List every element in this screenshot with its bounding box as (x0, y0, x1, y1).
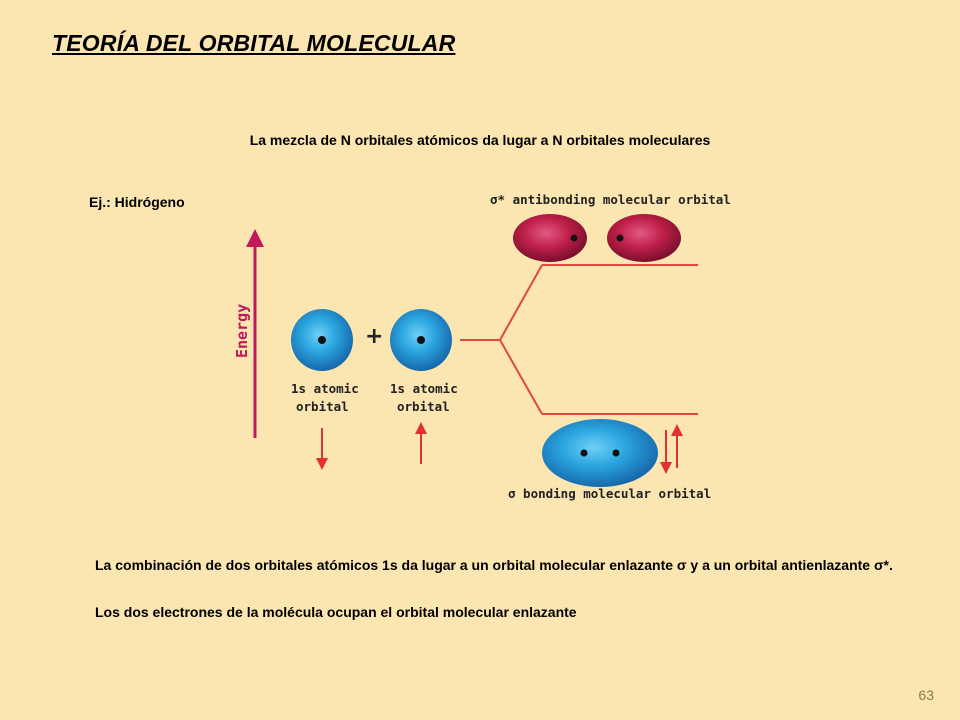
energy-label: Energy (233, 304, 251, 358)
molecular-orbital-diagram: Energy + 1s atomic orbital 1s atomic orb… (233, 192, 730, 501)
antibonding-label: σ* antibonding molecular orbital (490, 192, 730, 207)
bonding-orbital (542, 419, 658, 487)
bonding-label: σ bonding molecular orbital (508, 486, 711, 501)
paragraph-combination: La combinación de dos orbitales atómicos… (95, 557, 893, 573)
atomic-orbital-right (390, 309, 452, 371)
atomic-orbital-left (291, 309, 353, 371)
atomic-label-right-line2: orbital (397, 399, 450, 414)
energy-level-lines (460, 264, 698, 415)
slide-title: TEORÍA DEL ORBITAL MOLECULAR (52, 30, 456, 56)
atomic-label-left-line1: 1s atomic (291, 381, 359, 396)
atomic-label-right-line1: 1s atomic (390, 381, 458, 396)
example-label: Ej.: Hidrógeno (89, 194, 185, 210)
paragraph-electrons: Los dos electrones de la molécula ocupan… (95, 604, 577, 620)
atomic-label-left-line2: orbital (296, 399, 349, 414)
antibonding-orbital (513, 214, 681, 262)
slide-subtitle: La mezcla de N orbitales atómicos da lug… (249, 132, 711, 148)
plus-sign: + (365, 324, 383, 349)
page-number: 63 (918, 687, 934, 703)
